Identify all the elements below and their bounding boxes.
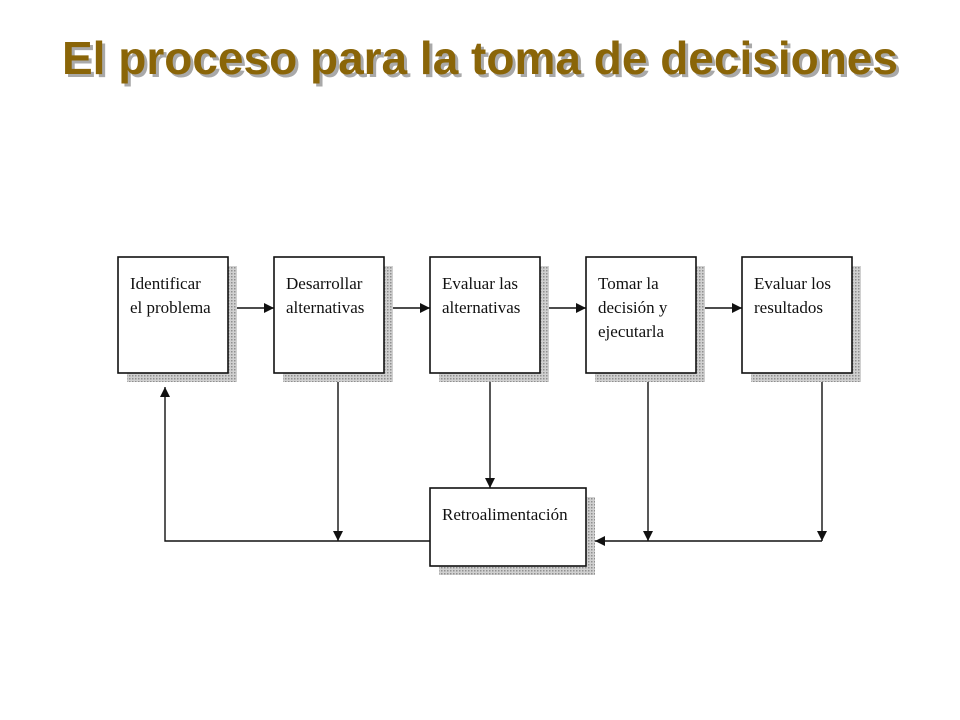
step-box-evaluar-alternativas: Evaluar las alternativas [429, 256, 549, 382]
step-box-tomar-decision: Tomar la decisión y ejecutarla [585, 256, 705, 382]
feedback-box-retroalimentacion-label-line: Retroalimentación [442, 505, 568, 524]
step-box-evaluar-alternativas-label-line: alternativas [442, 298, 520, 317]
step-box-desarrollar: Desarrollar alternativas [273, 256, 393, 382]
step-box-evaluar-alternativas-label-line: Evaluar las [442, 274, 518, 293]
step-box-identificar: Identificar el problema [117, 256, 237, 382]
step-box-desarrollar-label-line: alternativas [286, 298, 364, 317]
slide-title: El proceso para la toma de decisiones [62, 32, 898, 84]
step-box-evaluar-alternativas-frame [429, 256, 541, 374]
feedback-return-line [160, 387, 430, 542]
step-box-identificar-label-line: el problema [130, 298, 211, 317]
step-box-tomar-decision-label-line: decisión y [598, 298, 668, 317]
step-box-tomar-decision-label-line: Tomar la [598, 274, 659, 293]
step-box-evaluar-resultados-frame [741, 256, 853, 374]
step-box-tomar-decision-frame [585, 256, 697, 374]
step-box-desarrollar-label-line: Desarrollar [286, 274, 363, 293]
step-box-identificar-label-line: Identificar [130, 274, 201, 293]
step-box-evaluar-resultados: Evaluar los resultados [741, 256, 861, 382]
feedback-box-retroalimentacion-frame [429, 487, 587, 567]
step-box-desarrollar-frame [273, 256, 385, 374]
step-box-identificar-frame [117, 256, 229, 374]
connectors [160, 303, 827, 546]
process-boxes: Identificar el problema Desarrollar alterna… [117, 256, 861, 575]
feedback-box-retroalimentacion: Retroalimentación [429, 487, 595, 575]
step-box-evaluar-resultados-label-line: Evaluar los [754, 274, 831, 293]
step-box-tomar-decision-label-line: ejecutarla [598, 322, 665, 341]
step-box-evaluar-resultados-label-line: resultados [754, 298, 823, 317]
